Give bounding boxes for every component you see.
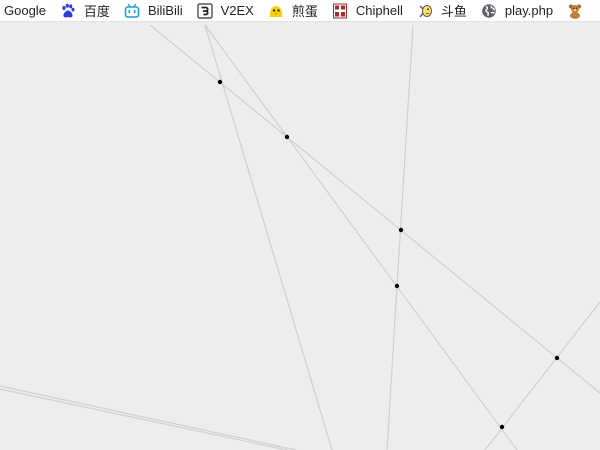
graph-line [0,388,288,450]
graph-line [204,24,333,450]
bookmark-label: Chiphell [355,3,403,18]
teddy-bear-icon [569,4,582,19]
bookmark-google[interactable]: Google [4,0,46,21]
bookmark-label: Google [4,3,46,18]
graph-line [204,24,518,450]
v2ex-icon [197,2,213,19]
bookmark-label: play.php [504,3,554,18]
jandan-chick-icon [269,5,282,17]
bookmark-jandan[interactable]: 煎蛋 [268,0,318,21]
bookmark-label: 斗鱼 [440,4,467,19]
graph-vertex[interactable] [398,227,404,233]
bookmark-v2ex[interactable]: V2EX [197,0,254,21]
bookmark-play-php[interactable]: play.php [481,0,554,21]
douyu-fish-icon [419,4,432,17]
graph-line [149,24,600,394]
bookmark-label: 煎蛋 [291,4,318,19]
bookmark-bilibili[interactable]: BiliBili [124,0,183,21]
bookmark-label: BiliBili [147,3,183,18]
line-graph-drawing [0,24,600,450]
bookmark-chiphell[interactable]: Chiphell [332,0,403,21]
graph-line [484,301,600,450]
globe-icon [482,3,496,18]
bookmark-baidu[interactable]: 百度 [60,0,110,21]
bookmark-douyu[interactable]: 斗鱼 [417,0,467,21]
graph-vertex[interactable] [394,283,400,289]
baidu-paw-icon [62,3,75,17]
drawing-canvas[interactable] [0,22,600,450]
graph-vertex[interactable] [499,424,505,430]
graph-line [386,24,414,450]
graph-vertex[interactable] [284,134,290,140]
bookmark-teddy[interactable] [567,0,591,21]
bilibili-tv-icon [124,3,140,18]
chiphell-icon [332,3,347,18]
graph-vertex[interactable] [554,355,560,361]
graph-vertex[interactable] [217,79,223,85]
graph-line [0,385,297,450]
bookmark-label: V2EX [220,3,254,18]
bookmark-label: 百度 [83,4,110,19]
bookmarks-bar: Google 百度 BiliBili V2EX [0,0,600,22]
